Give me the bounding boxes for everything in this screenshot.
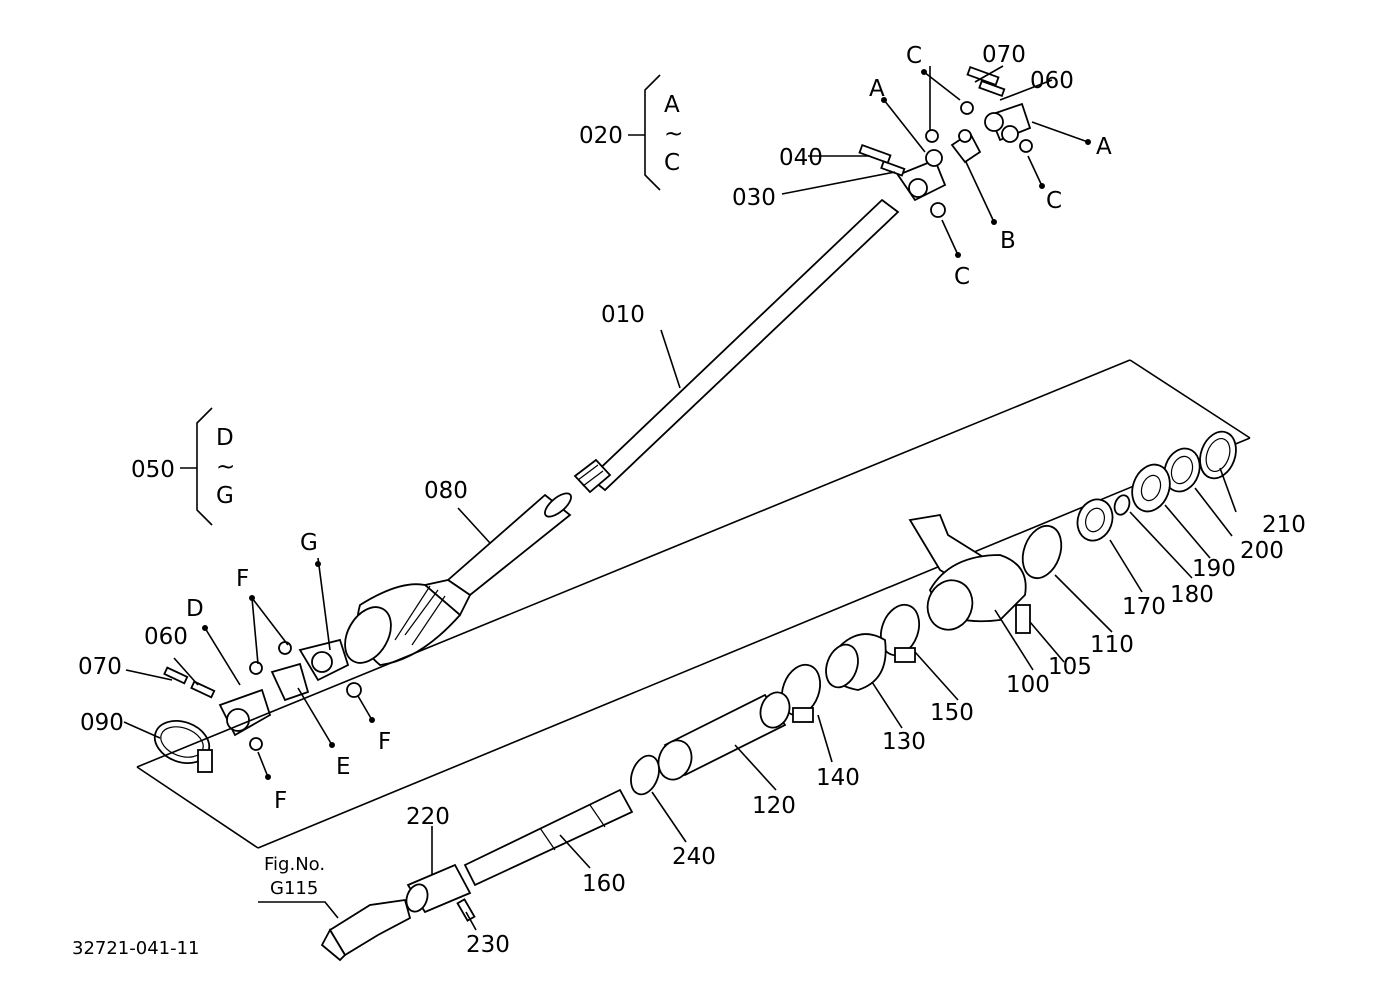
letter-b: B [1000,228,1016,254]
callout-230: 230 [466,932,510,958]
callout-170: 170 [1122,594,1166,620]
lower-column-group [136,359,1251,849]
callout-240: 240 [672,844,716,870]
letter-c-1: C [906,43,922,69]
drawing-number: 32721-041-11 [72,938,200,959]
range-020-tilde: ~ [664,121,683,147]
fig-label: Fig.No. [264,854,325,875]
callout-070-left: 070 [78,654,122,680]
range-050-tilde: ~ [216,454,235,480]
splined-shaft-160 [320,788,634,962]
callout-150: 150 [930,700,974,726]
letter-g: G [300,530,318,556]
range-labels: A ~ C D ~ G [216,92,683,509]
callout-050: 050 [131,457,175,483]
callout-040: 040 [779,145,823,171]
callout-140: 140 [816,765,860,791]
leader-lines [123,65,1237,931]
callout-180: 180 [1170,582,1214,608]
fig-number: G115 [270,878,318,899]
letter-a-1: A [869,76,885,102]
letter-f-1: F [236,566,249,592]
callout-010: 010 [601,302,645,328]
tube-080 [344,492,572,666]
range-050-end: G [216,483,234,509]
callout-120: 120 [752,793,796,819]
letter-f-3: F [274,788,287,814]
callout-020: 020 [579,123,623,149]
callout-190: 190 [1192,556,1236,582]
range-020-start: A [664,92,680,118]
shaft-010 [573,198,900,494]
letter-c-2: C [1046,188,1062,214]
upper-joint-assembly [858,65,1033,218]
letter-c-3: C [954,264,970,290]
callout-160: 160 [582,871,626,897]
figure-reference: Fig.No. G115 [264,854,325,899]
range-020-end: C [664,150,680,176]
callout-080: 080 [424,478,468,504]
lower-joint-assembly [153,638,362,773]
callout-070-top: 070 [982,42,1026,68]
callout-220: 220 [406,804,450,830]
range-050-start: D [216,425,234,451]
range-bracket-050 [180,407,213,526]
callout-210: 210 [1262,512,1306,538]
callout-130: 130 [882,729,926,755]
callout-200: 200 [1240,538,1284,564]
callout-060-left: 060 [144,624,188,650]
letter-d: D [186,596,204,622]
callout-060-top: 060 [1030,68,1074,94]
range-bracket-020 [628,74,661,191]
callout-labels: 010 020 030 040 050 060 070 060 070 080 … [78,42,1306,958]
callout-030: 030 [732,185,776,211]
callout-090: 090 [80,710,124,736]
reference-dots [202,69,1091,780]
reference-letters: A A B C C C D E F F F G [186,43,1112,814]
callout-110: 110 [1090,632,1134,658]
letter-a-2: A [1096,134,1112,160]
letter-f-2: F [378,729,391,755]
callout-105: 105 [1048,654,1092,680]
callout-100: 100 [1006,672,1050,698]
letter-e: E [336,754,351,780]
